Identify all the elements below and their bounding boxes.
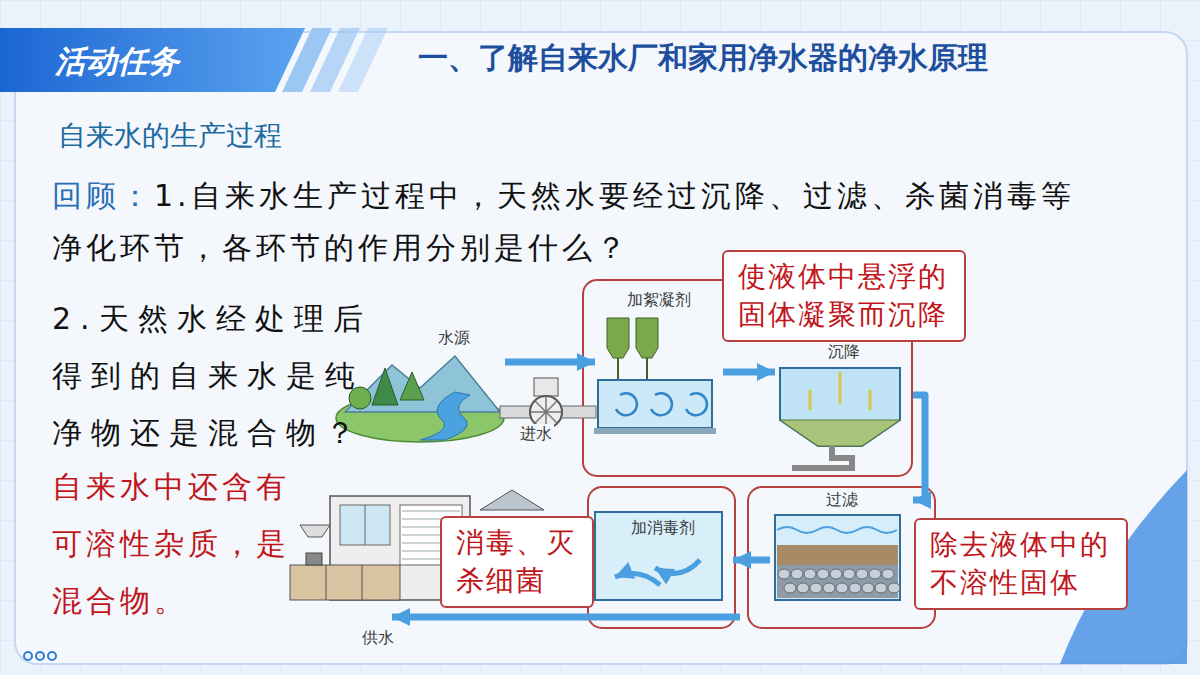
answer-text: 自来水中还含有可溶性杂质，是混合物。 [52, 458, 292, 629]
function-callout: 消毒、灭杀细菌 [440, 516, 594, 608]
disinfection-stage: 加消毒剂 [592, 512, 733, 602]
stone [804, 569, 816, 579]
node-text: 消毒、灭杀细菌 [456, 524, 578, 600]
water-source: 水源 [335, 326, 505, 446]
tree [372, 368, 398, 405]
river [420, 392, 470, 440]
stone [778, 569, 790, 579]
flow-connector [505, 359, 595, 366]
slide-title: 一、了解自来水厂和家用净水器的净水原理 [418, 38, 988, 79]
stone [869, 569, 881, 579]
tab-label: 活动任务 [55, 41, 179, 83]
hopper [636, 318, 658, 358]
stone [843, 569, 855, 579]
roof [480, 490, 544, 510]
stage-outline [748, 487, 935, 628]
tree [400, 372, 424, 400]
swirl [686, 393, 707, 415]
window [340, 505, 390, 545]
edge-label: 进水 [518, 424, 554, 445]
swirl [616, 393, 637, 415]
stone [797, 583, 809, 593]
stone [830, 569, 842, 579]
flocculation-tank [594, 318, 716, 434]
stone [849, 583, 861, 593]
filtration-stage: 过滤 [770, 488, 913, 608]
stone [823, 583, 835, 593]
node-text: 过滤 [770, 490, 913, 510]
node-text: 使液体中悬浮的固体凝聚而沉降 [738, 258, 950, 334]
gravel-stones [778, 569, 900, 593]
sludge [780, 420, 900, 446]
range-hood [300, 525, 330, 537]
chevron [338, 28, 388, 92]
water-waves [777, 527, 897, 533]
stage-outline [588, 487, 735, 628]
stone [882, 569, 894, 579]
tank-body [598, 380, 712, 428]
review-tag: 回顾： [52, 178, 154, 213]
sedimentation-stage: 沉降 [775, 342, 913, 462]
supply-arrow [392, 614, 740, 621]
stone [856, 569, 868, 579]
flow-arrow [615, 573, 660, 585]
stone [862, 583, 874, 593]
window-frame [365, 505, 366, 545]
stone [817, 569, 829, 579]
content-panel [15, 32, 1187, 664]
section-heading: 自来水的生产过程 [58, 117, 282, 155]
tank-body [780, 368, 900, 446]
cabinet-lines [326, 565, 362, 600]
stone [784, 583, 796, 593]
dot [36, 652, 44, 660]
node-text: 水源 [335, 328, 470, 348]
stone [888, 583, 900, 593]
mixing-swirls [616, 393, 707, 415]
question-text: 2.天然水经处理后得到的自来水是纯净物还是混合物？ [52, 290, 382, 461]
supply-label: 供水 [362, 628, 394, 649]
tank-body [775, 515, 900, 600]
flow-connector [913, 395, 925, 500]
stone [791, 569, 803, 579]
flow-arrow [655, 560, 700, 573]
sand-layer [777, 545, 898, 565]
flow-connector [723, 369, 775, 376]
pump-housing [534, 378, 558, 396]
hopper [607, 318, 629, 358]
kitchen-counter [290, 565, 400, 600]
tank-base [594, 428, 716, 434]
flow-connector [733, 557, 770, 564]
slat [402, 511, 460, 512]
dosing-pipe [618, 358, 647, 380]
filter-tank [775, 515, 900, 600]
sedimentation-tank [780, 368, 900, 468]
node-text: 加絮凝剂 [595, 290, 723, 310]
node-text: 除去液体中的不溶性固体 [930, 526, 1112, 602]
swirl [651, 393, 672, 415]
stone [836, 583, 848, 593]
mountain [345, 356, 500, 412]
drain-pipe [792, 446, 852, 468]
settling-arrows [810, 372, 870, 410]
dot [24, 652, 32, 660]
node-text: 加消毒剂 [592, 518, 733, 538]
inlet-pump [500, 378, 596, 428]
header-chevrons [282, 28, 388, 92]
pot [306, 553, 322, 565]
footer-dots [24, 652, 56, 660]
node-text: 沉降 [775, 342, 913, 362]
dot [48, 652, 56, 660]
flocculation-stage: 加絮凝剂 [595, 288, 723, 435]
gravel-layer [777, 565, 898, 598]
function-callout: 使液体中悬浮的固体凝聚而沉降 [722, 250, 966, 342]
header-tab [0, 28, 305, 92]
stone [810, 583, 822, 593]
function-callout: 除去液体中的不溶性固体 [914, 518, 1128, 610]
stone [875, 583, 887, 593]
